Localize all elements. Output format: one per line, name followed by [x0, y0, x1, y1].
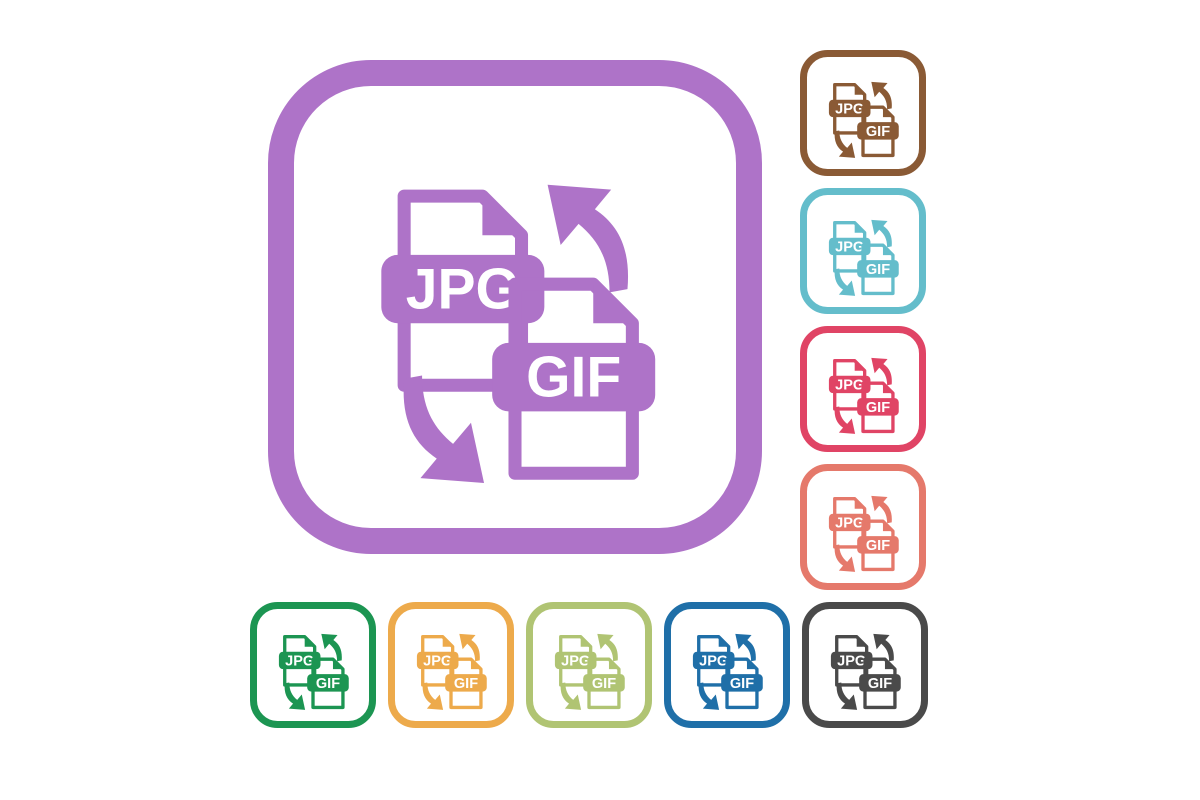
icon-frame: [800, 464, 926, 590]
gif-file-glyph: GIF: [857, 519, 899, 572]
gif-file-glyph: GIF: [859, 657, 901, 710]
svg-text:GIF: GIF: [526, 346, 621, 410]
arrow-up-left-glyph: [459, 633, 480, 662]
jpg-file-glyph: JPG: [554, 635, 597, 687]
svg-text:JPG: JPG: [837, 653, 866, 669]
arrow-up-left-glyph: [735, 633, 756, 662]
svg-text:GIF: GIF: [866, 400, 890, 416]
jpg-gif-conversion-icon-crimson[interactable]: JPG GIF: [800, 326, 926, 452]
jpg-gif-conversion-icon-svg: JPG GIF: [800, 188, 926, 314]
arrow-up-left-glyph: [871, 219, 892, 248]
arrow-up-left-glyph: [321, 633, 342, 662]
svg-text:GIF: GIF: [592, 676, 616, 692]
icon-frame: [250, 602, 376, 728]
jpg-gif-conversion-icon-svg: JPG GIF: [268, 60, 762, 554]
gif-file-glyph: GIF: [492, 277, 656, 480]
icon-frame: [800, 50, 926, 176]
arrow-up-left-glyph: [547, 184, 629, 293]
jpg-gif-conversion-icon-salmon[interactable]: JPG GIF: [800, 464, 926, 590]
icon-frame: [526, 602, 652, 728]
jpg-gif-conversion-icon-svg: JPG GIF: [800, 464, 926, 590]
arrow-up-left-glyph: [597, 633, 618, 662]
jpg-gif-conversion-icon-charcoal[interactable]: JPG GIF: [802, 602, 928, 728]
svg-text:GIF: GIF: [730, 676, 754, 692]
svg-text:JPG: JPG: [835, 101, 864, 117]
arrow-down-right-glyph: [834, 130, 856, 158]
jpg-file-glyph: JPG: [830, 635, 873, 687]
jpg-file-glyph: JPG: [692, 635, 735, 687]
arrow-up-left-glyph: [871, 357, 892, 386]
svg-text:GIF: GIF: [454, 676, 478, 692]
svg-text:GIF: GIF: [868, 676, 892, 692]
svg-text:JPG: JPG: [406, 258, 520, 322]
gif-file-glyph: GIF: [307, 657, 349, 710]
jpg-gif-conversion-icon-amber[interactable]: JPG GIF: [388, 602, 514, 728]
jpg-gif-conversion-icon-svg: JPG GIF: [664, 602, 790, 728]
jpg-gif-conversion-icon-brown[interactable]: JPG GIF: [800, 50, 926, 176]
jpg-file-glyph: JPG: [278, 635, 321, 687]
jpg-gif-conversion-icon-svg: JPG GIF: [800, 326, 926, 452]
jpg-file-glyph: JPG: [416, 635, 459, 687]
arrow-down-right-glyph: [834, 544, 856, 572]
jpg-file-glyph: JPG: [828, 359, 871, 411]
jpg-gif-conversion-icon-svg: JPG GIF: [250, 602, 376, 728]
svg-text:JPG: JPG: [835, 239, 864, 255]
svg-text:JPG: JPG: [835, 377, 864, 393]
icon-frame: [268, 60, 762, 554]
svg-text:GIF: GIF: [866, 262, 890, 278]
jpg-gif-conversion-icon-svg: JPG GIF: [388, 602, 514, 728]
arrow-down-right-glyph: [403, 375, 485, 484]
gif-file-glyph: GIF: [445, 657, 487, 710]
icon-frame: [800, 326, 926, 452]
arrow-up-left-glyph: [871, 81, 892, 110]
arrow-up-left-glyph: [873, 633, 894, 662]
arrow-down-right-glyph: [834, 268, 856, 296]
svg-text:GIF: GIF: [866, 124, 890, 140]
icon-frame: [802, 602, 928, 728]
arrow-down-right-glyph: [836, 682, 858, 710]
svg-text:JPG: JPG: [699, 653, 728, 669]
svg-text:JPG: JPG: [423, 653, 452, 669]
gif-file-glyph: GIF: [857, 243, 899, 296]
jpg-gif-conversion-icon-purple[interactable]: JPG GIF: [268, 60, 762, 554]
jpg-gif-conversion-icon-svg: JPG GIF: [800, 50, 926, 176]
jpg-gif-conversion-icon-sage[interactable]: JPG GIF: [526, 602, 652, 728]
icon-frame: [800, 188, 926, 314]
arrow-down-right-glyph: [834, 406, 856, 434]
jpg-file-glyph: JPG: [828, 221, 871, 273]
svg-text:JPG: JPG: [835, 515, 864, 531]
jpg-gif-conversion-icon-green[interactable]: JPG GIF: [250, 602, 376, 728]
gif-file-glyph: GIF: [857, 381, 899, 434]
arrow-up-left-glyph: [871, 495, 892, 524]
jpg-file-glyph: JPG: [828, 497, 871, 549]
arrow-down-right-glyph: [560, 682, 582, 710]
arrow-down-right-glyph: [422, 682, 444, 710]
icon-frame: [664, 602, 790, 728]
jpg-gif-conversion-icon-teal[interactable]: JPG GIF: [800, 188, 926, 314]
arrow-down-right-glyph: [284, 682, 306, 710]
svg-text:JPG: JPG: [285, 653, 314, 669]
gif-file-glyph: GIF: [583, 657, 625, 710]
svg-text:JPG: JPG: [561, 653, 590, 669]
gif-file-glyph: GIF: [857, 105, 899, 158]
jpg-gif-conversion-icon-blue[interactable]: JPG GIF: [664, 602, 790, 728]
jpg-gif-conversion-icon-svg: JPG GIF: [526, 602, 652, 728]
arrow-down-right-glyph: [698, 682, 720, 710]
jpg-file-glyph: JPG: [381, 189, 545, 392]
icon-frame: [388, 602, 514, 728]
jpg-gif-conversion-icon-svg: JPG GIF: [802, 602, 928, 728]
jpg-file-glyph: JPG: [828, 83, 871, 135]
gif-file-glyph: GIF: [721, 657, 763, 710]
svg-text:GIF: GIF: [866, 538, 890, 554]
svg-text:GIF: GIF: [316, 676, 340, 692]
